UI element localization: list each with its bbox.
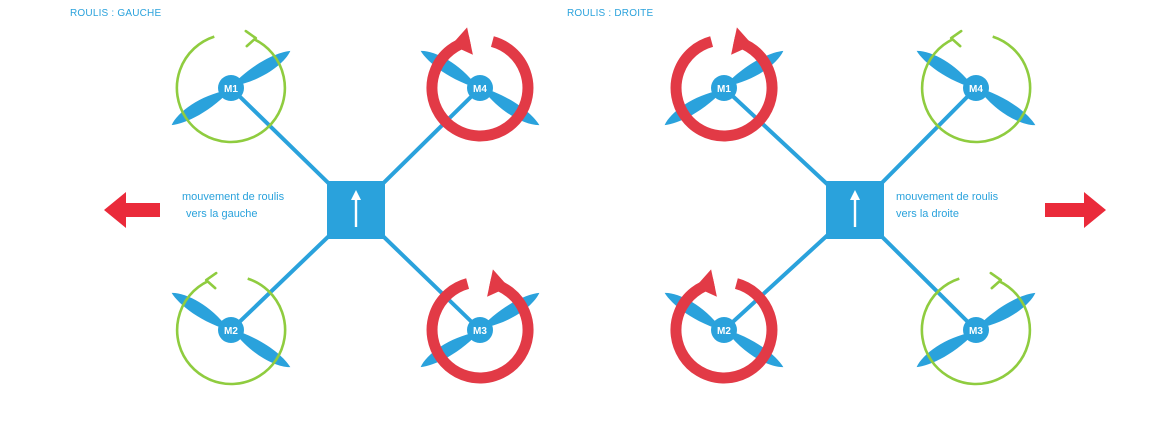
motor-hub	[963, 317, 989, 343]
motion-caption-line1: mouvement de roulis	[182, 191, 285, 203]
motor-hub	[711, 317, 737, 343]
motor-label: M2	[224, 326, 238, 337]
rotation-arrow-icon	[175, 271, 287, 386]
motor-label: M3	[969, 326, 983, 337]
motor-hub	[711, 75, 737, 101]
panel-title: ROULIS : GAUCHE	[70, 8, 162, 19]
motor-label: M2	[717, 326, 731, 337]
rotation-arrow-icon	[920, 29, 1032, 144]
frame-body	[826, 181, 884, 239]
motion-arrow-icon	[1045, 192, 1106, 228]
motion-caption: mouvement de roulis vers la droite	[896, 189, 998, 223]
motor-hub	[467, 317, 493, 343]
motor-m1: M1	[171, 29, 291, 144]
panel-title: ROULIS : DROITE	[567, 8, 654, 19]
motor-m2: M2	[664, 269, 784, 384]
motor-label: M1	[717, 84, 731, 95]
motion-arrow-icon	[104, 192, 160, 228]
propeller-icon	[171, 292, 291, 368]
motor-label: M4	[969, 84, 983, 95]
motion-caption-line2: vers la droite	[896, 208, 959, 220]
rotation-arrow-icon	[426, 269, 534, 384]
motor-m1: M1	[664, 27, 784, 142]
rotation-arrow-icon	[426, 27, 534, 142]
motor-label: M3	[473, 326, 487, 337]
rotation-arrow-icon	[670, 269, 778, 384]
panel-roll-right: ROULIS : DROITE M1 M4 M2 M3 mouvement de…	[567, 0, 1161, 445]
motor-m4: M4	[916, 29, 1036, 144]
motion-caption-line1: mouvement de roulis	[896, 191, 999, 203]
quadcopter-diagram: M1 M4 M2 M3	[664, 27, 1106, 386]
motor-m2: M2	[171, 271, 291, 386]
propeller-icon	[916, 50, 1036, 126]
motion-caption: mouvement de roulis vers la gauche	[182, 189, 284, 223]
motor-m3: M3	[420, 269, 540, 384]
motor-hub	[218, 317, 244, 343]
up-arrow-icon	[351, 190, 361, 227]
motion-caption-line2: vers la gauche	[186, 208, 258, 220]
propeller-icon	[171, 50, 291, 126]
motor-hub	[218, 75, 244, 101]
quadcopter-diagram: M1 M4 M2 M3	[104, 27, 540, 386]
motor-hub	[467, 75, 493, 101]
motor-label: M1	[224, 84, 238, 95]
rotation-arrow-icon	[920, 271, 1032, 386]
motor-label: M4	[473, 84, 487, 95]
motor-m3: M3	[916, 271, 1036, 386]
motor-m4: M4	[420, 27, 540, 142]
frame-body	[327, 181, 385, 239]
motor-hub	[963, 75, 989, 101]
rotation-arrow-icon	[175, 29, 287, 144]
rotation-arrow-icon	[670, 27, 778, 142]
propeller-icon	[916, 292, 1036, 368]
up-arrow-icon	[850, 190, 860, 227]
panel-roll-left: ROULIS : GAUCHE M1 M4 M2 M3 mouvement de…	[0, 0, 580, 445]
